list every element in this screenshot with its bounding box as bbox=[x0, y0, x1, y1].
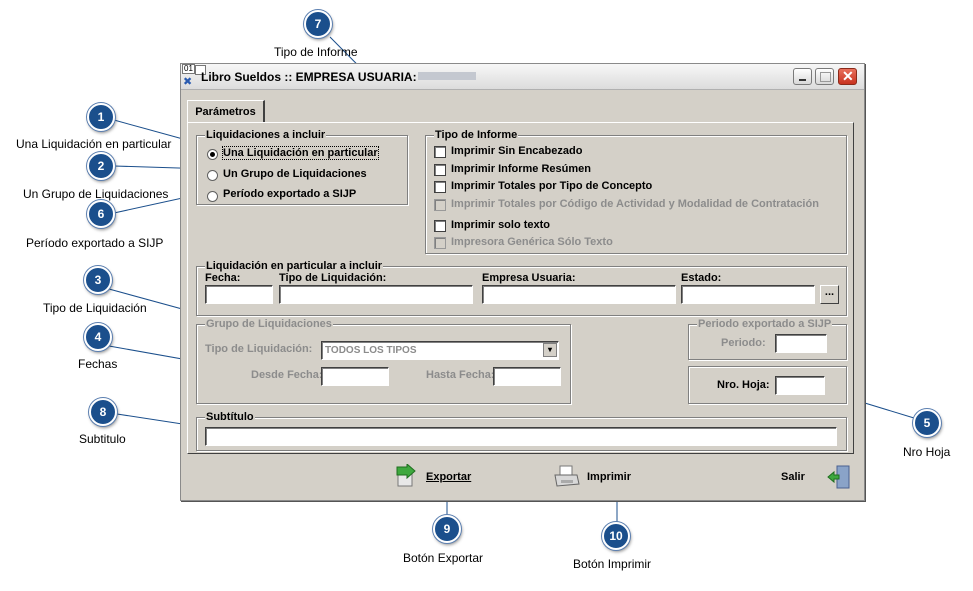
browse-button[interactable]: ... bbox=[820, 285, 839, 304]
libro-sueldos-window: 01 ✖ Libro Sueldos :: EMPRESA USUARIA: ✕… bbox=[180, 63, 865, 501]
minimize-icon bbox=[799, 79, 806, 81]
checkbox-totales-concepto[interactable] bbox=[434, 181, 446, 193]
hasta-fecha-input bbox=[493, 367, 561, 386]
close-icon: ✕ bbox=[842, 68, 854, 84]
subtitulo-group: Subtítulo bbox=[196, 411, 847, 451]
nro-hoja-input[interactable] bbox=[775, 376, 825, 395]
callout-badge-2: 2 bbox=[87, 152, 115, 180]
callout-label-7: Tipo de Informe bbox=[274, 45, 358, 59]
tipo-liquidacion-input[interactable] bbox=[279, 285, 473, 304]
periodo-label: Periodo: bbox=[721, 337, 766, 349]
grupo-liquidaciones-group: Grupo de Liquidaciones Tipo de Liquidaci… bbox=[196, 318, 571, 404]
maximize-button[interactable] bbox=[815, 68, 834, 85]
grupo-tipo-select: TODOS LOS TIPOS ▾ bbox=[321, 341, 559, 360]
periodo-sijp-legend: Periodo exportado a SIJP bbox=[697, 318, 833, 330]
exportar-label: Exportar bbox=[426, 471, 472, 483]
exit-door-icon bbox=[827, 465, 850, 489]
grupo-liquidaciones-legend: Grupo de Liquidaciones bbox=[205, 318, 333, 330]
imprimir-button[interactable]: Imprimir bbox=[553, 464, 653, 492]
estado-input[interactable] bbox=[681, 285, 815, 304]
radio-periodo-sijp-label[interactable]: Período exportado a SIJP bbox=[223, 188, 357, 200]
checkbox-solo-texto[interactable] bbox=[434, 220, 446, 232]
subtitulo-legend: Subtítulo bbox=[205, 411, 255, 423]
tab-parametros[interactable]: Parámetros bbox=[187, 100, 265, 123]
callout-label-5: Nro Hoja bbox=[903, 445, 951, 459]
periodo-input bbox=[775, 334, 827, 353]
callout-label-1: Una Liquidación en particular bbox=[16, 137, 172, 151]
callout-label-8: Subtitulo bbox=[79, 432, 126, 446]
callout-badge-6: 6 bbox=[87, 200, 115, 228]
callout-label-9: Botón Exportar bbox=[403, 551, 484, 565]
callout-label-6: Período exportado a SIJP bbox=[26, 236, 164, 250]
checkbox-totales-actividad bbox=[434, 199, 446, 211]
callout-badge-3: 3 bbox=[84, 266, 112, 294]
tipo-informe-legend: Tipo de Informe bbox=[434, 129, 519, 141]
salir-button[interactable]: Salir bbox=[781, 464, 856, 492]
radio-grupo-liquidaciones-label[interactable]: Un Grupo de Liquidaciones bbox=[223, 168, 367, 180]
radio-una-liquidacion-label[interactable]: Una Liquidación en particular bbox=[222, 146, 379, 160]
app-icon: ✖ bbox=[183, 76, 193, 88]
callout-badge-4: 4 bbox=[84, 323, 112, 351]
grupo-tipo-select-value: TODOS LOS TIPOS bbox=[325, 345, 417, 356]
grupo-tipo-label: Tipo de Liquidación: bbox=[205, 343, 313, 355]
callout-badge-1: 1 bbox=[87, 103, 115, 131]
checkbox-solo-texto-label[interactable]: Imprimir solo texto bbox=[451, 219, 551, 231]
estado-label: Estado: bbox=[681, 272, 722, 284]
close-button[interactable]: ✕ bbox=[838, 68, 857, 85]
checkbox-informe-resumen[interactable] bbox=[434, 164, 446, 176]
parametros-panel: Liquidaciones a incluir Una Liquidación … bbox=[187, 122, 854, 454]
title-bar[interactable]: 01 ✖ Libro Sueldos :: EMPRESA USUARIA: ✕ bbox=[181, 64, 864, 90]
callout-label-3: Tipo de Liquidación bbox=[43, 301, 147, 315]
callout-badge-5: 5 bbox=[913, 409, 941, 437]
callout-label-10: Botón Imprimir bbox=[573, 557, 652, 571]
callout-badge-8: 8 bbox=[89, 398, 117, 426]
fecha-label: Fecha: bbox=[205, 272, 241, 284]
subtitulo-input[interactable] bbox=[205, 427, 837, 446]
callout-label-4: Fechas bbox=[78, 357, 118, 371]
printer-icon bbox=[554, 465, 580, 487]
empresa-usuaria-input[interactable] bbox=[482, 285, 676, 304]
radio-periodo-sijp[interactable] bbox=[207, 191, 218, 202]
exportar-button[interactable]: Exportar bbox=[393, 464, 493, 492]
window-id-badge: 01 bbox=[182, 64, 195, 74]
empresa-usuaria-label: Empresa Usuaria: bbox=[482, 272, 576, 284]
checkbox-totales-concepto-label[interactable]: Imprimir Totales por Tipo de Concepto bbox=[451, 180, 653, 192]
liquidacion-particular-group: Liquidación en particular a incluir Fech… bbox=[196, 260, 847, 316]
desde-fecha-label: Desde Fecha: bbox=[251, 369, 323, 381]
liquidacion-particular-legend: Liquidación en particular a incluir bbox=[205, 260, 384, 272]
checkbox-impresora-generica bbox=[434, 237, 446, 249]
nro-hoja-label: Nro. Hoja: bbox=[717, 379, 770, 391]
callout-label-2: Un Grupo de Liquidaciones bbox=[23, 187, 169, 201]
callout-badge-7: 7 bbox=[304, 10, 332, 38]
maximize-icon bbox=[820, 72, 831, 82]
checkbox-totales-actividad-label: Imprimir Totales por Código de Actividad… bbox=[451, 198, 819, 210]
minimize-button[interactable] bbox=[793, 68, 812, 85]
fecha-input[interactable] bbox=[205, 285, 273, 304]
window-mode-icon bbox=[195, 65, 206, 75]
checkbox-sin-encabezado-label[interactable]: Imprimir Sin Encabezado bbox=[451, 145, 583, 157]
tipo-informe-group: Tipo de Informe Imprimir Sin Encabezado … bbox=[425, 129, 847, 254]
hasta-fecha-label: Hasta Fecha: bbox=[426, 369, 495, 381]
chevron-down-icon: ▾ bbox=[543, 343, 557, 357]
checkbox-sin-encabezado[interactable] bbox=[434, 146, 446, 158]
checkbox-impresora-generica-label: Impresora Genérica Sólo Texto bbox=[451, 236, 613, 248]
radio-grupo-liquidaciones[interactable] bbox=[207, 170, 218, 181]
liquidaciones-group: Liquidaciones a incluir Una Liquidación … bbox=[196, 129, 408, 205]
liquidaciones-legend: Liquidaciones a incluir bbox=[205, 129, 327, 141]
checkbox-informe-resumen-label[interactable]: Imprimir Informe Resúmen bbox=[451, 163, 591, 175]
export-icon bbox=[396, 464, 416, 487]
periodo-sijp-group: Periodo exportado a SIJP Periodo: bbox=[688, 318, 847, 360]
nro-hoja-group: Nro. Hoja: bbox=[688, 366, 847, 404]
callout-badge-10: 10 bbox=[602, 522, 630, 550]
callout-badge-9: 9 bbox=[433, 515, 461, 543]
imprimir-label: Imprimir bbox=[587, 471, 632, 483]
salir-label: Salir bbox=[781, 471, 805, 483]
redacted-company-name bbox=[418, 72, 476, 80]
window-title: Libro Sueldos :: EMPRESA USUARIA: bbox=[201, 70, 417, 84]
desde-fecha-input bbox=[321, 367, 389, 386]
tipo-liquidacion-label: Tipo de Liquidación: bbox=[279, 272, 387, 284]
radio-una-liquidacion[interactable] bbox=[207, 149, 218, 160]
